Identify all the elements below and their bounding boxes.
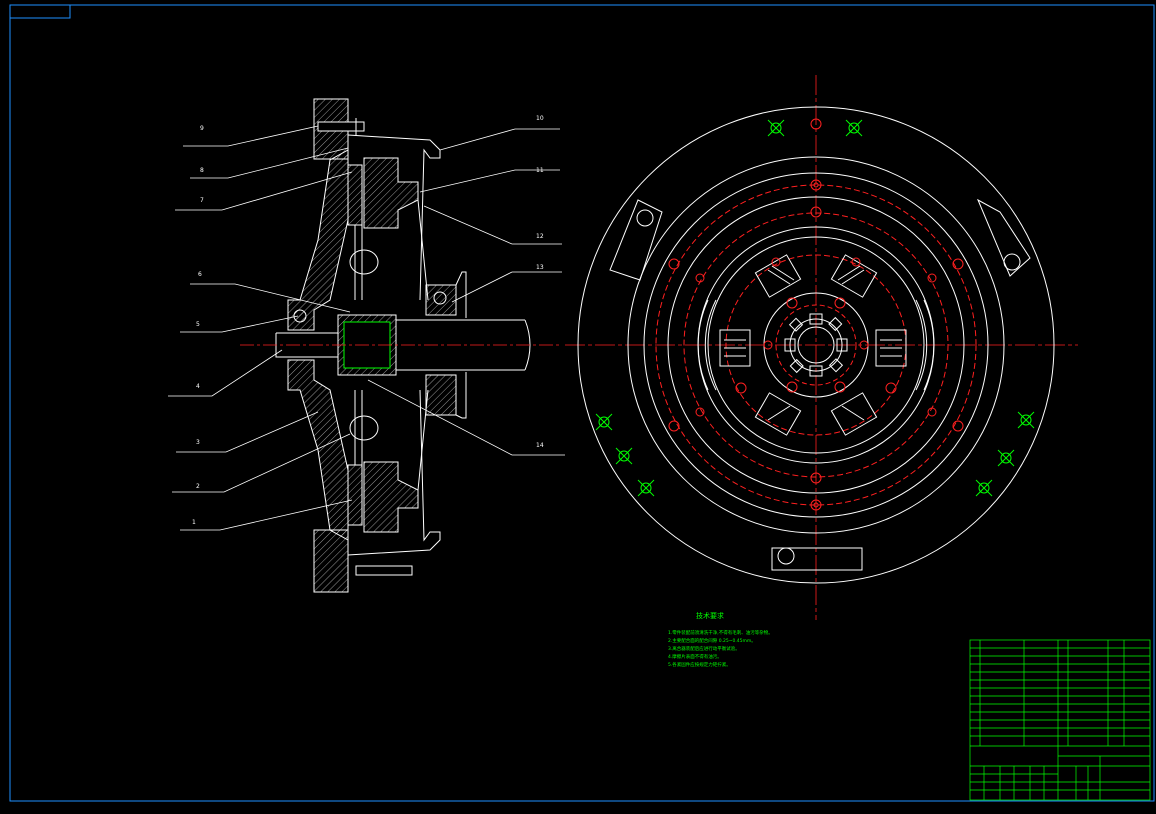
front-view	[565, 75, 1078, 620]
callout-11: 11	[536, 167, 544, 174]
spline-teeth	[784, 313, 848, 377]
note-4: 4.摩擦片表面不得有油污。	[668, 653, 722, 660]
callout-10: 10	[536, 115, 544, 122]
note-3: 3.离合器装配后应进行动平衡试验。	[668, 645, 740, 652]
callout-4: 4	[196, 383, 200, 390]
bolt-bottom	[355, 565, 413, 576]
mounting-lugs	[609, 198, 1031, 571]
diaphragm-spring	[417, 199, 429, 301]
technical-notes: 技术要求 1.零件装配前须清洗干净,不得有毛刺、油污等杂物。 2.主要配合面的配…	[668, 611, 773, 668]
callout-7: 7	[200, 197, 204, 204]
arc-slot-left	[704, 299, 717, 391]
damper-spring-bottom	[349, 415, 379, 441]
damper-spring-top	[349, 249, 379, 275]
cover-outline	[627, 156, 1005, 534]
note-1: 1.零件装配前须清洗干净,不得有毛刺、油污等杂物。	[668, 629, 773, 636]
flywheel-outer	[577, 106, 1055, 584]
callout-13: 13	[536, 264, 544, 271]
frame-corner-box	[9, 4, 71, 19]
pressure-plate-bottom	[363, 461, 419, 533]
callout-6: 6	[198, 271, 202, 278]
callout-12: 12	[536, 233, 544, 240]
friction-disc-bottom	[347, 464, 363, 526]
input-shaft	[275, 319, 525, 371]
bolt-holes	[668, 118, 964, 511]
dowel-markers	[595, 119, 1035, 497]
release-bearing-top	[425, 284, 457, 316]
callout-9: 9	[200, 125, 204, 132]
flywheel-rim-bottom	[313, 529, 349, 593]
callout-1: 1	[192, 519, 196, 526]
hub-bore	[789, 318, 843, 372]
bolt-circle-outer	[655, 184, 977, 506]
notes-title: 技术要求	[696, 611, 724, 620]
callout-5: 5	[196, 321, 200, 328]
arc-slot-right	[915, 299, 928, 391]
callout-3: 3	[196, 439, 200, 446]
callout-8: 8	[200, 167, 204, 174]
title-block	[969, 639, 1151, 801]
friction-disc-top	[347, 164, 363, 226]
section-view	[240, 98, 560, 593]
callout-14: 14	[536, 442, 544, 449]
drawing-frame	[9, 4, 1155, 802]
release-bearing-bottom	[425, 374, 457, 416]
clutch-cover	[347, 134, 441, 301]
callout-2: 2	[196, 483, 200, 490]
note-2: 2.主要配合面的配合间隙 0.25~0.45mm。	[668, 637, 756, 644]
leader-lines	[168, 125, 565, 531]
damper-spring-windows	[719, 254, 907, 436]
callout-numbers: 9 8 7 6 5 4 3 2 1 10 11 12 13 14	[192, 115, 544, 526]
note-5: 5.各紧固件应按规定力矩拧紧。	[668, 661, 731, 668]
bolt-top	[317, 121, 365, 132]
pressure-plate-top	[363, 157, 419, 229]
